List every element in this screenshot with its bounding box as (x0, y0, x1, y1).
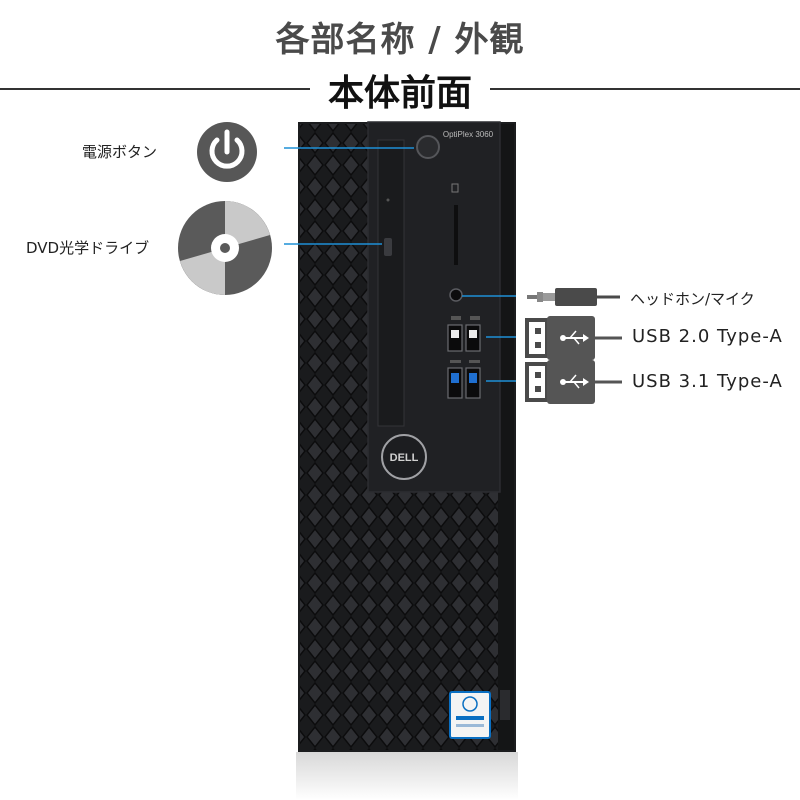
usb-icon (451, 316, 461, 320)
usb3-port-2-tongue (469, 373, 477, 383)
page-title: 各部名称 / 外観 (275, 20, 525, 60)
callout-label-headphone: ヘッドホン/マイク (630, 290, 755, 308)
model-label: OptiPlex 3060 (443, 130, 494, 139)
dell-logo (381, 434, 427, 480)
floor-reflection (296, 752, 518, 800)
ss-usb-icon (469, 360, 480, 363)
headphone-jack[interactable] (449, 288, 463, 302)
intel-badge (449, 691, 491, 739)
power-icon (197, 122, 257, 182)
usb3-port-1-tongue (451, 373, 459, 383)
drive-activity-led (386, 198, 390, 202)
intel-badge-stripe (456, 716, 484, 720)
callout-label-usb3: USB 3.1 Type-A (632, 371, 783, 392)
hdd-activity-icon (451, 183, 459, 193)
usb-icon (470, 316, 480, 320)
case-side (498, 124, 514, 750)
disc-icon (178, 201, 272, 295)
optical-drive-tray (377, 139, 405, 427)
usb2-port-1-tongue (451, 330, 459, 338)
title-rule-right (490, 88, 800, 90)
case-foot (500, 690, 510, 720)
front-mesh-left (300, 124, 370, 750)
ss-usb-icon (450, 360, 461, 363)
intel-badge-logo (462, 696, 478, 712)
audio-jack-icon (527, 288, 620, 306)
title-rule-left (0, 88, 310, 90)
power-button[interactable] (416, 135, 440, 159)
usb-plug-icon (525, 360, 622, 404)
intel-badge-stripe (456, 724, 484, 727)
eject-button[interactable] (384, 238, 392, 256)
callout-label-usb2: USB 2.0 Type-A (632, 326, 783, 347)
section-title: 本体前面 (327, 73, 472, 114)
dell-logo-text: DELL (390, 452, 419, 464)
usb-plug-icon (525, 316, 622, 360)
card-reader-slot (454, 205, 458, 265)
callout-label-dvd: DVD光学ドライブ (26, 239, 150, 257)
usb2-port-2-tongue (469, 330, 477, 338)
callout-label-power: 電源ボタン (82, 143, 158, 161)
